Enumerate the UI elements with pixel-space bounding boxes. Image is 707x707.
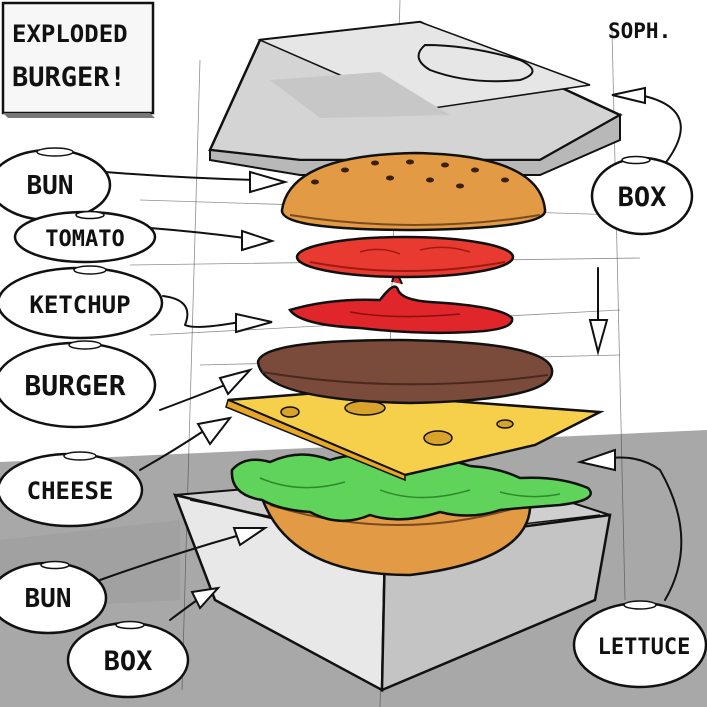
svg-text:BUN: BUN [25, 584, 72, 614]
svg-text:TOMATO: TOMATO [45, 227, 124, 252]
explode-direction-arrow [588, 267, 609, 356]
ketchup [288, 274, 514, 335]
cheese-slice [225, 390, 605, 482]
svg-text:BURGER: BURGER [24, 369, 125, 402]
label-bun-top: BUN [0, 147, 112, 222]
label-lettuce: LETTUCE [572, 600, 707, 689]
label-box-bottom: BOX [66, 620, 190, 699]
svg-text:LETTUCE: LETTUCE [598, 635, 691, 660]
svg-text:BOX: BOX [104, 646, 153, 677]
title-card: EXPLODED BURGER! [1, 1, 155, 118]
tomato-slice [295, 235, 515, 279]
box-lid [208, 20, 623, 176]
svg-text:CHEESE: CHEESE [27, 477, 114, 505]
label-bun-bottom: BUN [0, 560, 108, 635]
svg-text:BOX: BOX [618, 182, 667, 213]
label-burger: BURGER [0, 340, 157, 429]
lettuce [230, 453, 592, 523]
title-line-2: BURGER! [12, 62, 126, 93]
burger-patty [256, 338, 554, 405]
label-tomato: TOMATO [13, 210, 157, 264]
svg-text:BUN: BUN [27, 171, 74, 201]
label-cheese: CHEESE [0, 451, 144, 528]
svg-text:KETCHUP: KETCHUP [29, 291, 130, 319]
bun-top [280, 151, 547, 232]
signature: SOPH. [608, 19, 671, 43]
title-line-1: EXPLODED [12, 20, 128, 48]
label-ketchup: KETCHUP [0, 265, 164, 340]
label-box-top: BOX [590, 155, 694, 236]
leader-lines [99, 86, 683, 621]
